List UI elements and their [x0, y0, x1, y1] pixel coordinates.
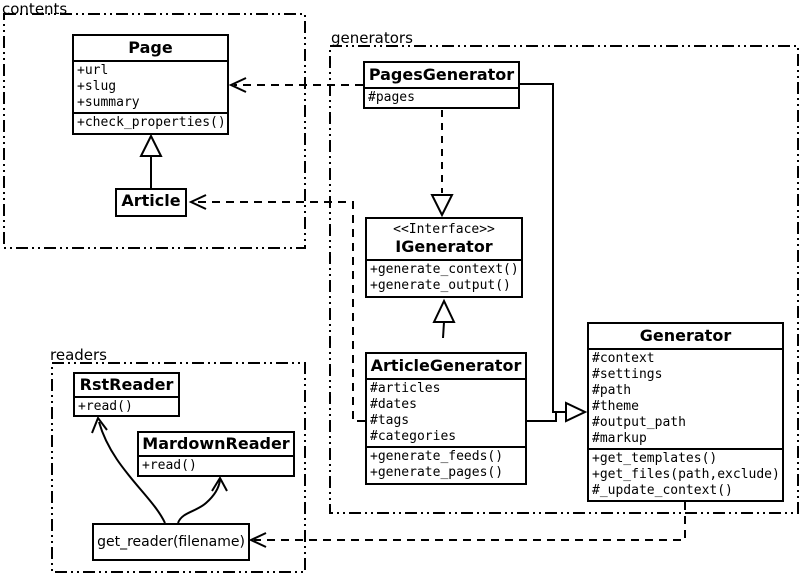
class-generator-methods: +get_templates() +get_files(path,exclude… [589, 448, 782, 500]
class-pagesgenerator: PagesGenerator #pages [363, 61, 520, 109]
method: +generate_feeds() [370, 449, 504, 464]
class-generator-title: Generator [639, 326, 732, 345]
edge-getreader-calls-mardownreader [177, 475, 228, 524]
method: +get_templates() [592, 451, 718, 466]
class-rstreader-title: RstReader [79, 375, 174, 394]
function-get-reader: get_reader(filename) [92, 523, 250, 561]
package-contents-label: contents [2, 0, 68, 18]
class-generator-attributes: #context #settings #path #theme #output_… [589, 348, 782, 448]
package-contents-border [3, 13, 306, 249]
attribute: #markup [592, 431, 647, 446]
attribute: +url [77, 63, 109, 78]
method: +read() [142, 458, 197, 473]
package-readers-label: readers [50, 346, 107, 364]
class-page-attributes: +url +slug +summary [74, 60, 227, 112]
class-igenerator-methods: +generate_context() +generate_output() [367, 259, 521, 295]
class-igenerator-title: IGenerator [395, 237, 493, 256]
class-igenerator-stereotype: <<Interface>> [393, 222, 495, 237]
method: +get_files(path,exclude) [592, 467, 780, 482]
class-generator: Generator #context #settings #path #them… [587, 322, 784, 502]
attribute: +summary [77, 95, 140, 110]
method: +generate_pages() [370, 465, 504, 480]
class-pagesgenerator-attributes: #pages [365, 87, 518, 107]
class-page-title: Page [128, 38, 173, 57]
attribute: #settings [592, 367, 663, 382]
edge-pagesgenerator-uses-page [228, 77, 363, 93]
class-page: Page +url +slug +summary +check_properti… [72, 34, 229, 135]
edge-getreader-calls-rstreader [91, 415, 166, 524]
edge-generators-extend-generator [519, 83, 588, 423]
attribute: #output_path [592, 415, 686, 430]
attribute: #dates [370, 397, 417, 412]
method: +generate_output() [370, 278, 511, 293]
edge-articlegenerator-uses-article [188, 194, 365, 422]
attribute: #categories [370, 429, 457, 444]
attribute: #context [592, 351, 655, 366]
class-articlegenerator-methods: +generate_feeds() +generate_pages() [367, 446, 525, 482]
edge-pagesgenerator-realizes-igenerator [430, 110, 454, 218]
class-mardownreader-methods: +read() [139, 455, 293, 475]
class-article: Article [115, 188, 187, 217]
class-article-title: Article [121, 191, 181, 210]
package-generators-border [329, 45, 799, 514]
class-rstreader: RstReader +read() [73, 372, 180, 417]
package-generators-label: generators [331, 29, 413, 47]
class-page-methods: +check_properties() [74, 112, 227, 132]
class-articlegenerator: ArticleGenerator #articles #dates #tags … [365, 352, 527, 485]
class-mardownreader-title: MardownReader [142, 434, 290, 453]
method: +check_properties() [77, 115, 226, 130]
class-igenerator: <<Interface>> IGenerator +generate_conte… [365, 217, 523, 298]
attribute: #path [592, 383, 632, 398]
method: +read() [78, 399, 133, 414]
method: +generate_context() [370, 262, 519, 277]
attribute: +slug [77, 79, 117, 94]
class-articlegenerator-attributes: #articles #dates #tags #categories [367, 378, 525, 446]
attribute: #pages [368, 90, 415, 105]
attribute: #theme [592, 399, 639, 414]
edge-generator-uses-getreader [248, 502, 686, 548]
class-mardownreader: MardownReader +read() [137, 431, 295, 477]
package-readers-border [51, 362, 306, 573]
attribute: #articles [370, 381, 441, 396]
class-articlegenerator-title: ArticleGenerator [370, 356, 522, 375]
class-rstreader-methods: +read() [75, 396, 178, 415]
method: #_update_context() [592, 483, 733, 498]
attribute: #tags [370, 413, 410, 428]
edge-article-extends-page [139, 133, 163, 188]
edge-articlegenerator-realizes-igenerator [432, 298, 456, 339]
class-pagesgenerator-title: PagesGenerator [368, 65, 515, 84]
